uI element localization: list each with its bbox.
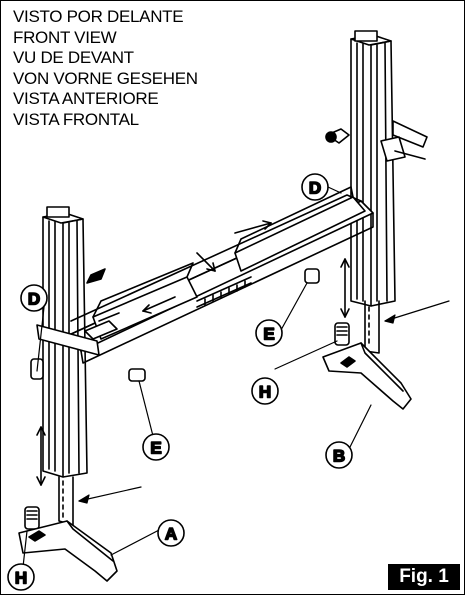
callout-h-right: H: [251, 377, 279, 405]
svg-text:H: H: [15, 569, 27, 588]
view-title-fr: VU DE DEVANT: [13, 48, 134, 68]
callout-d-right: D: [301, 173, 329, 201]
callout-d-left: D: [20, 284, 48, 312]
svg-text:E: E: [263, 325, 274, 344]
svg-text:B: B: [333, 447, 345, 466]
callout-b: B: [325, 441, 353, 469]
view-title-de: VON VORNE GESEHEN: [13, 68, 198, 88]
cross-beam: [68, 186, 374, 382]
callout-e-left: E: [142, 433, 170, 461]
figure-label: Fig. 1: [388, 564, 460, 590]
svg-text:A: A: [165, 525, 177, 544]
view-title-pt: VISTA FRONTAL: [13, 109, 139, 129]
right-column: [322, 30, 428, 410]
view-title-list: VISTO POR DELANTE FRONT VIEW VU DE DEVAN…: [13, 7, 198, 131]
svg-text:H: H: [259, 383, 271, 402]
svg-text:D: D: [309, 179, 321, 198]
view-title-es: VISTO POR DELANTE: [13, 7, 184, 26]
leader-lines: [22, 186, 450, 568]
svg-text:D: D: [28, 290, 40, 309]
view-title-it: VISTA ANTERIORE: [13, 89, 159, 109]
callout-h-left: H: [7, 563, 35, 591]
height-arrows: [36, 258, 350, 486]
svg-text:E: E: [150, 439, 161, 458]
callout-e-right: E: [255, 319, 283, 347]
callout-a: A: [157, 519, 185, 547]
view-title-en: FRONT VIEW: [13, 27, 117, 47]
left-column: [18, 206, 120, 582]
